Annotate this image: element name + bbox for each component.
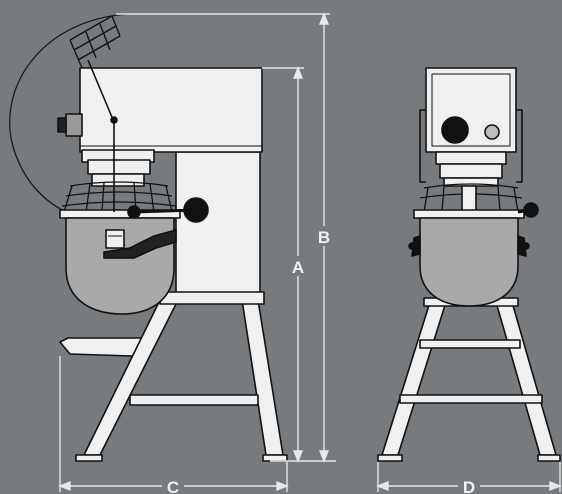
speed-selector-knob [441,116,469,144]
side-view [9,13,288,462]
dim-label-c: C [167,478,179,494]
front-side-frame-right [516,109,523,183]
leg-crossbar [129,394,259,406]
front-right-foot [537,454,561,462]
splash-guard [61,181,177,213]
front-lift-knob [523,202,539,218]
mixer-column [175,151,261,301]
bowl-clamp [105,229,125,249]
front-crossbar-upper [419,339,521,349]
front-stand-legs [377,297,561,462]
front-side-frame [419,109,426,183]
left-bowl-lug [411,235,421,257]
dim-label-d: D [463,478,475,494]
right-bowl-lug [517,235,527,257]
lift-lever-knob [183,197,209,223]
head-drive-neck [87,159,151,175]
head-tilt-arc [9,13,129,213]
front-bowl [419,217,519,307]
front-view [377,67,561,462]
control-panel-inner [431,73,511,147]
stand-legs [75,299,288,462]
tilt-rod [87,59,115,123]
mixer-head [57,67,263,187]
bowl-bracket [103,229,177,259]
dim-label-a: A [292,258,304,277]
front-bowl-rim [413,209,525,219]
front-crossbar-lower [399,394,543,404]
head-body [79,67,263,153]
lift-handle-knob [127,205,141,219]
raised-whip-guard [69,15,121,69]
front-head [419,67,523,187]
column-collar [159,291,265,305]
front-splash-guard [419,183,523,213]
dim-label-b: B [318,228,330,247]
drive-shaft-housing [91,173,145,187]
rod-pivot [110,116,118,124]
front-drive [439,163,503,179]
front-neck [435,151,507,165]
motor-cap-end [57,117,67,133]
control-panel-box [425,67,517,153]
right-foot [262,454,288,462]
left-foot [75,454,103,462]
motor-cap [65,113,83,137]
small-control-knob [484,124,500,140]
front-left-foot [377,454,403,462]
